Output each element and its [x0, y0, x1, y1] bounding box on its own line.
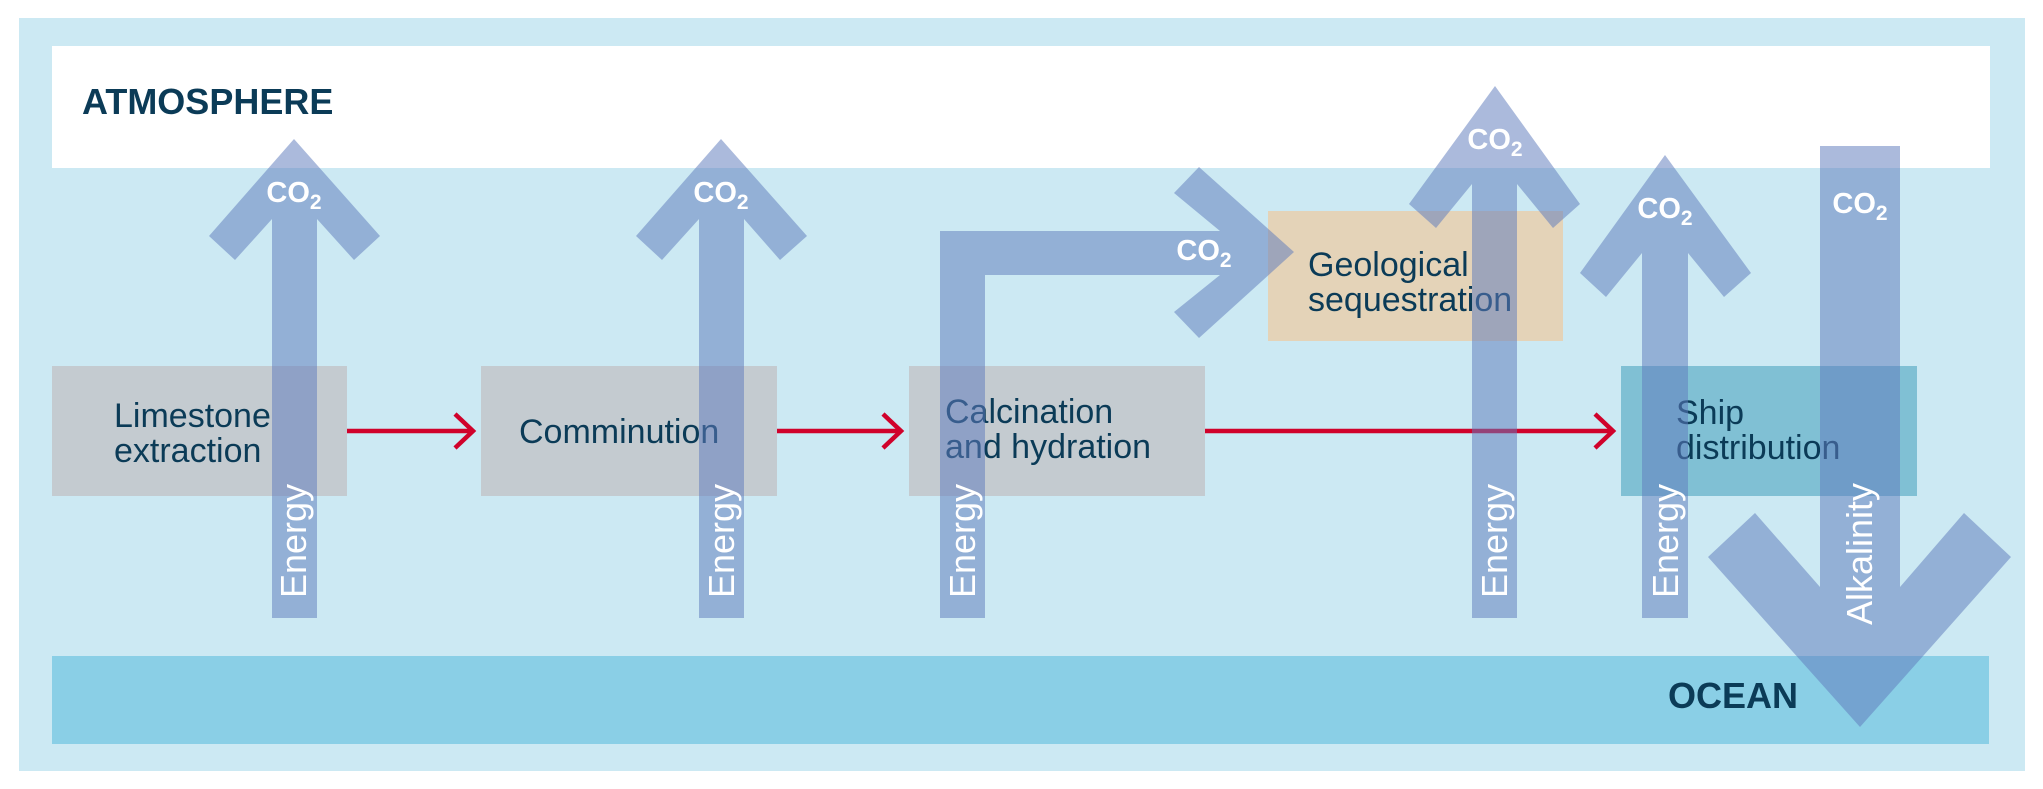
flow-arrow-comminution-to-calcination — [777, 412, 905, 450]
process-geological-sequestration: Geological sequestration — [1268, 211, 1563, 341]
flow-arrow-extraction-to-comminution — [347, 412, 477, 450]
flow-arrow-calcination-to-ship — [1205, 412, 1617, 450]
alkalinity-down-arrow-icon — [1708, 146, 2011, 727]
co2-label: CO2 — [1637, 193, 1692, 230]
process-label: Ship distribution — [1676, 394, 1840, 467]
co2-up-arrow-icon — [1580, 155, 1751, 618]
transfer-arrow-calcination: CO2 Energy — [940, 167, 1294, 618]
co2-bent-arrow-icon — [940, 167, 1294, 618]
transfer-arrow-limestone: CO2 Energy — [209, 139, 380, 618]
atmosphere-label: ATMOSPHERE — [82, 81, 333, 122]
atmosphere-band — [52, 46, 1990, 168]
ocean-label: OCEAN — [1668, 675, 1798, 716]
co2-up-arrow-icon — [209, 139, 380, 618]
energy-label: Energy — [701, 484, 742, 598]
transfer-arrow-comminution: CO2 Energy — [636, 139, 807, 618]
co2-label: CO2 — [1832, 188, 1887, 225]
ocean-band — [52, 656, 1989, 744]
transfer-arrow-alkalinity: CO2 Alkalinity — [1708, 146, 2011, 727]
co2-label: CO2 — [693, 177, 748, 214]
co2-label: CO2 — [1176, 235, 1231, 272]
process-label-line: Limestone — [114, 397, 271, 435]
process-label-line: distribution — [1676, 429, 1840, 467]
energy-label: Energy — [942, 484, 983, 598]
energy-label: Energy — [1645, 484, 1686, 598]
energy-label: Energy — [1474, 484, 1515, 598]
transfer-arrow-sequestration: CO2 Energy — [1409, 86, 1580, 618]
process-label-line: extraction — [114, 432, 261, 470]
co2-label: CO2 — [1467, 124, 1522, 161]
process-label: Comminution — [519, 413, 719, 451]
transfer-arrow-ship: CO2 Energy — [1580, 155, 1751, 618]
alkalinity-label: Alkalinity — [1839, 483, 1880, 625]
process-label-line: Comminution — [519, 413, 719, 451]
process-label-line: Geological — [1308, 246, 1469, 284]
co2-label: CO2 — [266, 177, 321, 214]
energy-label: Energy — [273, 484, 314, 598]
process-label: Limestone extraction — [114, 397, 280, 470]
co2-up-arrow-icon — [1409, 86, 1580, 618]
co2-up-arrow-icon — [636, 139, 807, 618]
